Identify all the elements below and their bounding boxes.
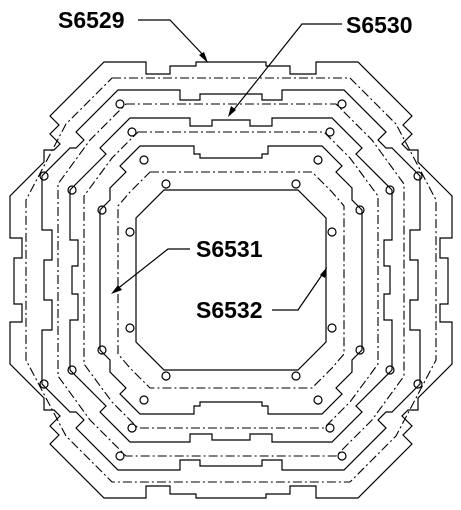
leader-line-s6529 [138, 19, 207, 59]
leader-line-s6530 [231, 23, 342, 113]
arrowhead-s6529 [199, 52, 208, 63]
arrowhead-s6530 [228, 106, 236, 117]
third-profile-outline [69, 117, 393, 443]
label-s6532: S6532 [196, 297, 263, 323]
outer-profile-inner-boundary [25, 77, 437, 483]
inner-profile-outline [99, 145, 363, 415]
third-profile-inner-boundary [83, 131, 379, 429]
label-s6531: S6531 [196, 236, 263, 262]
second-profile-outline [41, 89, 421, 471]
outer-profile-outline [9, 61, 453, 499]
arrowhead-s6531 [111, 285, 122, 294]
central-hollow-outline [135, 189, 327, 371]
label-s6529: S6529 [58, 7, 125, 33]
slot-details [39, 99, 423, 461]
arrowhead-s6532 [320, 267, 327, 278]
label-s6530: S6530 [346, 12, 413, 38]
leader-line-s6532 [272, 271, 325, 311]
inner-profile-inner-boundary [117, 171, 345, 389]
leader-line-s6531 [115, 248, 190, 291]
second-profile-inner-boundary [57, 103, 405, 457]
